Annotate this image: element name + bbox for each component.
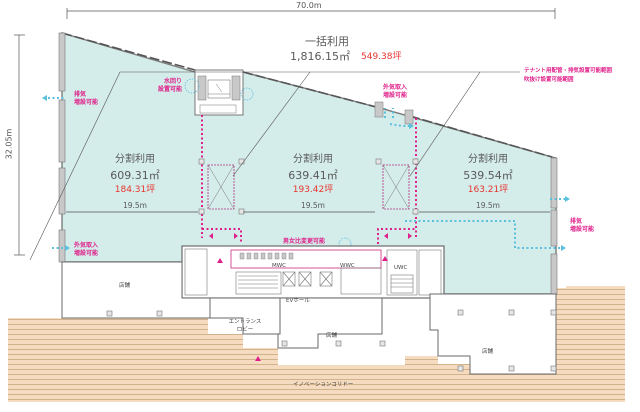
ev-hall-label: EVホール [286, 298, 310, 304]
division-title: 分割利用 [293, 154, 333, 165]
tenant-range-note-2: 吹抜け設置可能範囲 [524, 77, 574, 83]
intake-left-note: 外気取入 増設可能 [74, 242, 99, 257]
division-depth: 19.5m [475, 201, 500, 210]
uwc-label: UWC [394, 265, 408, 271]
shop-left-area [61, 261, 211, 319]
innovation-corridor-label: イノベーションコリドー [293, 382, 354, 388]
tenant-range-note-1: テナント用配管・排気設置可能範囲 [524, 68, 613, 74]
exhaust-right-note: 排気 増設可能 [570, 218, 595, 233]
division-area-sqm: 539.54㎡ [463, 169, 513, 182]
shop-center-area [277, 297, 383, 349]
whole-floor-area-tsubo: 549.38坪 [361, 52, 402, 62]
shop-left-label: 店舗 [119, 283, 131, 289]
shop-right-label: 店舗 [482, 349, 494, 355]
entrance-lobby-label: エントランス ロビー [228, 319, 262, 334]
division-area-tsubo: 184.31坪 [114, 185, 156, 195]
division-depth: 19.5m [300, 201, 325, 210]
width-dimension-label: 70.0m [296, 1, 322, 10]
height-dimension-label: 32.05m [4, 128, 14, 160]
division-depth: 19.5m [122, 201, 147, 210]
shop-right-area [429, 293, 557, 375]
wwc-label: WWC [340, 263, 355, 269]
division-area-tsubo: 193.42坪 [292, 185, 334, 195]
division-area-sqm: 609.31㎡ [110, 169, 160, 182]
intake-top-note: 外気取入 増設可能 [383, 84, 408, 99]
water-area-note: 水回り 設置可能 [158, 78, 183, 93]
division-title: 分割利用 [115, 154, 155, 165]
division-title: 分割利用 [468, 154, 508, 165]
whole-floor-title: 一括利用 [305, 35, 349, 48]
division-area-sqm: 639.41㎡ [288, 169, 338, 182]
whole-floor-area-sqm: 1,816.15㎡ [290, 50, 350, 63]
exhaust-left-note: 排気 増設可能 [74, 91, 99, 106]
shop-center-label: 店舗 [326, 333, 338, 339]
gender-change-note: 男女比変更可能 [283, 238, 326, 245]
division-area-tsubo: 163.21坪 [467, 185, 509, 195]
mwc-label: MWC [272, 263, 287, 269]
